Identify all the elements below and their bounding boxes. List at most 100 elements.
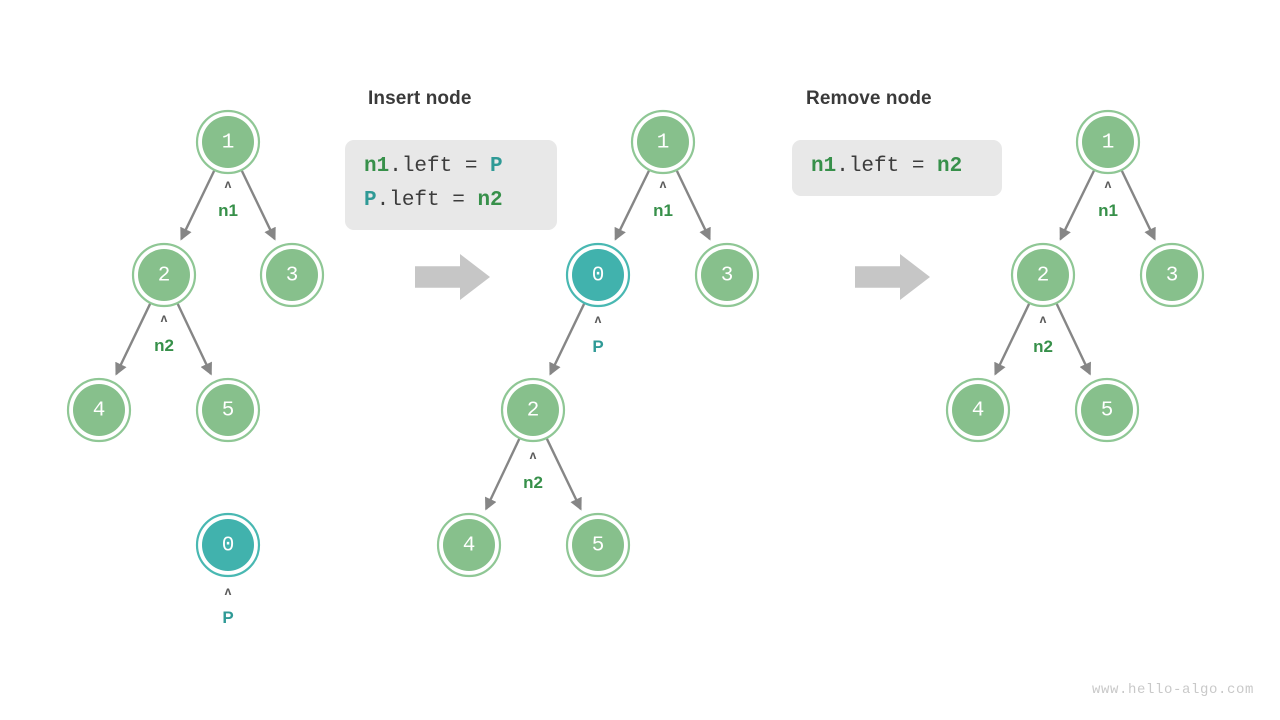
pointer-label-n1: n1: [218, 201, 238, 220]
tree-node-remove-5[interactable]: 5: [1074, 377, 1140, 443]
node-value-label: 0: [222, 535, 235, 558]
node-value-label: 3: [286, 265, 299, 288]
node-outer-ring: [694, 242, 760, 308]
node-outer-ring: [131, 242, 197, 308]
node-circle: [1146, 249, 1198, 301]
edge-r1-to-r3: [1120, 170, 1156, 241]
node-circle: [701, 249, 753, 301]
pointer-caret-icon: ʌ: [595, 312, 602, 326]
tree-node-before-1[interactable]: 1: [195, 109, 261, 175]
code-insert-line-1-token-1: .left =: [376, 189, 478, 212]
panel-title-insert: Insert node: [368, 88, 472, 109]
node-outer-ring: [195, 512, 261, 578]
tree-node-before-2[interactable]: 2: [131, 242, 197, 308]
pointer-caret-icon: ʌ: [225, 584, 232, 598]
arrow-2: [855, 254, 930, 300]
code-insert-line-1: P.left = n2: [364, 184, 538, 218]
tree-node-insert-4[interactable]: 4: [436, 512, 502, 578]
edge-b1-to-b2: [180, 170, 216, 241]
code-insert-line-0-token-1: .left =: [389, 155, 491, 178]
tree-node-insert-5[interactable]: 5: [565, 512, 631, 578]
node-outer-ring: [945, 377, 1011, 443]
node-value-label: 3: [1166, 265, 1179, 288]
tree-node-remove-1[interactable]: 1: [1075, 109, 1141, 175]
pointer-label-P: P: [592, 337, 603, 356]
edge-r2-to-r5: [1055, 303, 1091, 376]
tree-node-insert-0[interactable]: 0: [565, 242, 631, 308]
node-value-label: 5: [592, 535, 605, 558]
pointer-caret-icon: ʌ: [225, 177, 232, 191]
edge-i2-to-i4: [485, 438, 521, 511]
edge-i2-to-i5: [545, 438, 582, 511]
tree-node-before-4[interactable]: 4: [66, 377, 132, 443]
pointer-caret-icon: ʌ: [1040, 312, 1047, 326]
tree-node-before-5[interactable]: 5: [195, 377, 261, 443]
arrow-1: [415, 254, 490, 300]
code-remove-line-0-token-0: n1: [811, 155, 837, 178]
tree-node-insert-3[interactable]: 3: [694, 242, 760, 308]
node-value-label: 0: [592, 265, 605, 288]
edge-i1-to-i0: [614, 170, 651, 241]
edge-b2-to-b5: [176, 303, 212, 376]
pointer-caret-icon: ʌ: [161, 311, 168, 325]
node-value-label: 2: [158, 265, 171, 288]
edge-b1-to-b3: [240, 170, 276, 241]
tree-node-insert-2[interactable]: 2: [500, 377, 566, 443]
edge-i1-to-i3: [675, 170, 711, 241]
code-remove-line-0-token-2: n2: [937, 155, 963, 178]
node-circle: [1017, 249, 1069, 301]
tree-node-before-3[interactable]: 3: [259, 242, 325, 308]
node-circle: [1082, 116, 1134, 168]
node-circle: [202, 519, 254, 571]
node-value-label: 1: [1102, 132, 1115, 155]
node-outer-ring: [630, 109, 696, 175]
code-insert-line-0-token-0: n1: [364, 155, 390, 178]
node-circle: [572, 249, 624, 301]
pointer-label-P: P: [222, 608, 233, 627]
pointer-label-n1: n1: [1098, 201, 1118, 220]
pointer-label-n2: n2: [1033, 337, 1053, 356]
node-outer-ring: [195, 377, 261, 443]
node-value-label: 4: [972, 400, 985, 423]
tree-node-insert-1[interactable]: 1: [630, 109, 696, 175]
edge-r2-to-r4: [994, 303, 1031, 376]
watermark-text: www.hello-algo.com: [1091, 682, 1254, 698]
code-insert-line-1-token-2: n2: [477, 189, 503, 212]
node-value-label: 5: [222, 400, 235, 423]
node-circle: [266, 249, 318, 301]
node-value-label: 1: [222, 132, 235, 155]
pointer-label-n1: n1: [653, 201, 673, 220]
panel-title-remove: Remove node: [806, 88, 932, 109]
tree-node-remove-4[interactable]: 4: [945, 377, 1011, 443]
code-insert-line-0: n1.left = P: [364, 150, 538, 184]
edge-b2-to-b4: [115, 303, 152, 376]
node-value-label: 1: [657, 132, 670, 155]
node-circle: [73, 384, 125, 436]
node-circle: [202, 384, 254, 436]
node-value-label: 2: [1037, 265, 1050, 288]
node-value-label: 2: [527, 400, 540, 423]
tree-node-remove-3[interactable]: 3: [1139, 242, 1205, 308]
code-box-remove: n1.left = n2: [792, 140, 1002, 196]
node-outer-ring: [436, 512, 502, 578]
node-circle: [952, 384, 1004, 436]
node-circle: [138, 249, 190, 301]
tree-node-remove-2[interactable]: 2: [1010, 242, 1076, 308]
node-outer-ring: [500, 377, 566, 443]
node-value-label: 5: [1101, 400, 1114, 423]
node-circle: [637, 116, 689, 168]
node-circle: [1081, 384, 1133, 436]
tree-node-before-0[interactable]: 0: [195, 512, 261, 578]
node-circle: [507, 384, 559, 436]
node-outer-ring: [259, 242, 325, 308]
node-circle: [443, 519, 495, 571]
node-outer-ring: [565, 242, 631, 308]
code-remove-line-0-token-1: .left =: [836, 155, 938, 178]
code-remove-line-0: n1.left = n2: [811, 150, 983, 184]
pointer-label-n2: n2: [154, 336, 174, 355]
node-value-label: 4: [93, 400, 106, 423]
